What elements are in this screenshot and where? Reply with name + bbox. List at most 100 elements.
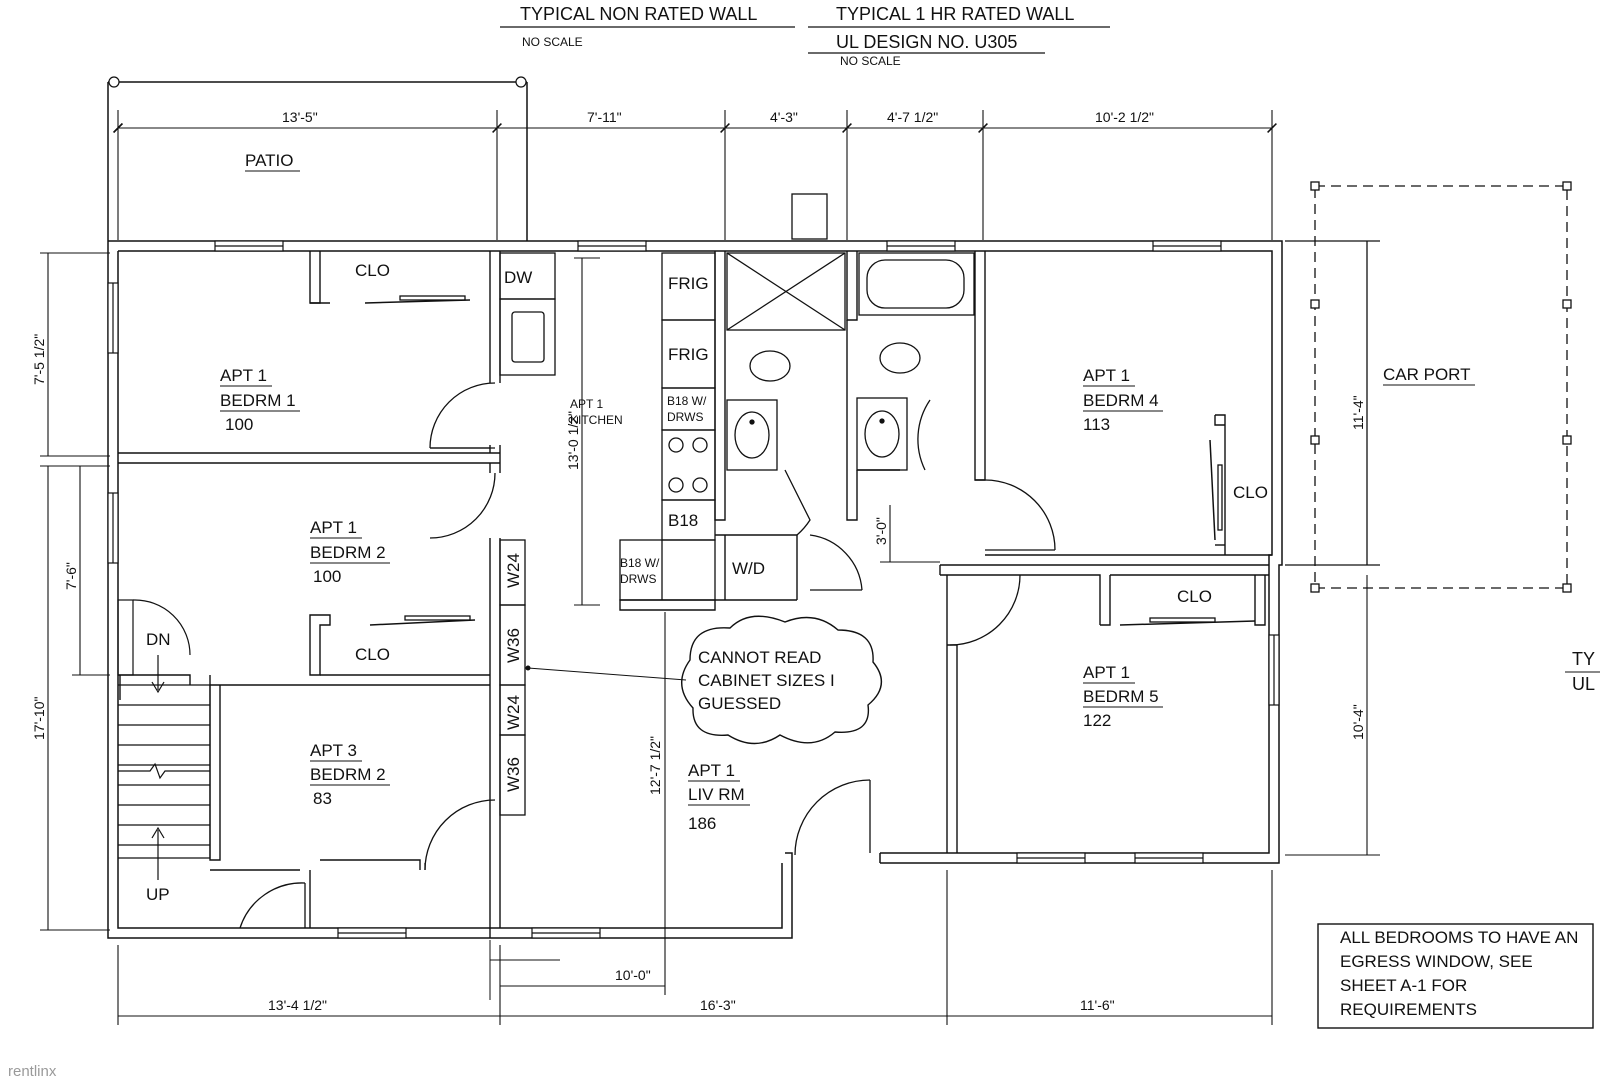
cloud-note: CANNOT READ CABINET SIZES I GUESSED xyxy=(525,615,882,745)
edge-ty: TY xyxy=(1572,649,1595,669)
clo-bedrm5: CLO xyxy=(1177,587,1212,606)
b18-label: B18 xyxy=(668,511,698,530)
dim-bottom-1: 13'-4 1/2" xyxy=(268,997,327,1013)
dim-bottom-3: 11'-6" xyxy=(1080,997,1115,1013)
door-bedrm1 xyxy=(429,382,496,449)
door-bedrm2 xyxy=(429,472,496,539)
svg-text:122: 122 xyxy=(1083,711,1111,730)
svg-text:CABINET SIZES I: CABINET SIZES I xyxy=(698,671,835,690)
svg-text:APT 1: APT 1 xyxy=(310,518,357,537)
toilet-2 xyxy=(879,342,921,374)
svg-text:KITCHEN: KITCHEN xyxy=(570,413,623,427)
dim-top-2: 7'-11" xyxy=(587,109,622,125)
svg-text:83: 83 xyxy=(313,789,332,808)
door-entry-a xyxy=(239,882,306,929)
dim-top-4: 4'-7 1/2" xyxy=(887,109,938,125)
stairs-up-label: UP xyxy=(146,885,170,904)
svg-text:100: 100 xyxy=(313,567,341,586)
w36-label-1: W36 xyxy=(504,628,523,663)
patio-post-left xyxy=(108,76,120,88)
svg-text:EGRESS WINDOW, SEE: EGRESS WINDOW, SEE xyxy=(1340,952,1533,971)
stairs-down-label: DN xyxy=(146,630,171,649)
frig-label-2: FRIG xyxy=(668,345,709,364)
room-bedrm4: APT 1 BEDRM 4 113 xyxy=(1083,366,1163,434)
b18-drws-label-1b: DRWS xyxy=(667,410,703,424)
b18-drws-label-2a: B18 W/ xyxy=(620,556,660,570)
svg-text:APT 1: APT 1 xyxy=(1083,663,1130,682)
dim-left-2: 7'-6" xyxy=(63,562,79,590)
svg-text:SHEET A-1 FOR: SHEET A-1 FOR xyxy=(1340,976,1467,995)
patio-post-right xyxy=(515,76,527,88)
patio-label: PATIO xyxy=(245,151,294,170)
left-dimensions xyxy=(40,252,110,931)
edge-ul: UL xyxy=(1572,674,1595,694)
room-bedrm2: APT 1 BEDRM 2 100 xyxy=(310,518,390,586)
stairs xyxy=(117,599,211,880)
door-entry-b xyxy=(794,779,871,856)
vanity-2 xyxy=(856,397,908,471)
watermark: rentlinx xyxy=(8,1063,57,1080)
vent-box xyxy=(791,193,828,240)
svg-text:CANNOT READ: CANNOT READ xyxy=(698,648,821,667)
room-kitchen: APT 1 KITCHEN xyxy=(570,397,623,427)
ul-design: UL DESIGN NO. U305 xyxy=(836,32,1017,52)
rated-wall-title: TYPICAL 1 HR RATED WALL xyxy=(836,4,1074,24)
non-rated-scale: NO SCALE xyxy=(522,35,583,49)
dim-top-3: 4'-3" xyxy=(770,109,798,125)
svg-text:BEDRM 2: BEDRM 2 xyxy=(310,543,386,562)
dim-right: 10'-4" xyxy=(1350,704,1366,740)
svg-text:BEDRM 4: BEDRM 4 xyxy=(1083,391,1159,410)
door-bedrm5 xyxy=(949,574,1021,646)
windows xyxy=(107,240,1280,939)
doors xyxy=(239,295,1256,1000)
bottom-dimensions xyxy=(117,870,1273,1025)
dw-label: DW xyxy=(504,268,532,287)
svg-text:APT 1: APT 1 xyxy=(688,761,735,780)
shower xyxy=(726,252,846,331)
dim-bottom-2: 16'-3" xyxy=(700,997,736,1013)
bathtub xyxy=(858,252,975,316)
door-bath-1 xyxy=(784,469,811,536)
b18-drws-label-1a: B18 W/ xyxy=(667,394,707,408)
door-bath-2 xyxy=(917,399,931,471)
svg-text:APT 1: APT 1 xyxy=(1083,366,1130,385)
w24-label-2: W24 xyxy=(504,695,523,730)
svg-text:100: 100 xyxy=(225,415,253,434)
kitchen-sink xyxy=(511,311,545,363)
room-bedrm1: APT 1 BEDRM 1 100 xyxy=(220,366,300,434)
clo-bedrm2: CLO xyxy=(355,645,390,664)
svg-text:APT 3: APT 3 xyxy=(310,741,357,760)
dim-top-1: 13'-5" xyxy=(282,109,318,125)
bath-fixtures xyxy=(726,252,975,471)
svg-text:ALL BEDROOMS TO HAVE AN: ALL BEDROOMS TO HAVE AN xyxy=(1340,928,1578,947)
dim-left-3: 17'-10" xyxy=(31,697,47,740)
dim-closet-depth: 3'-0" xyxy=(873,517,889,545)
w36-label-2: W36 xyxy=(504,757,523,792)
clo-bedrm4: CLO xyxy=(1233,483,1268,502)
w24-label-1: W24 xyxy=(504,553,523,588)
carport-label: CAR PORT xyxy=(1383,365,1471,384)
room-bedrm5: APT 1 BEDRM 5 122 xyxy=(1083,663,1163,730)
dim-living: 12'-7 1/2" xyxy=(647,736,663,795)
clo-bedrm1: CLO xyxy=(355,261,390,280)
room-liv-rm: APT 1 LIV RM 186 xyxy=(688,761,750,833)
egress-note: ALL BEDROOMS TO HAVE AN EGRESS WINDOW, S… xyxy=(1317,923,1594,1029)
svg-text:LIV RM: LIV RM xyxy=(688,785,745,804)
svg-text:186: 186 xyxy=(688,814,716,833)
svg-text:APT 1: APT 1 xyxy=(570,397,603,411)
wd-label: W/D xyxy=(732,559,765,578)
header-legend: TYPICAL NON RATED WALL NO SCALE TYPICAL … xyxy=(500,4,1110,68)
svg-text:BEDRM 1: BEDRM 1 xyxy=(220,391,296,410)
door-laundry xyxy=(809,534,863,591)
room-apt3-bedrm2: APT 3 BEDRM 2 83 xyxy=(310,741,390,808)
rated-scale: NO SCALE xyxy=(840,54,901,68)
svg-text:113: 113 xyxy=(1083,415,1110,434)
dim-bottom-mid: 10'-0" xyxy=(615,967,651,983)
dim-left-1: 7'-5 1/2" xyxy=(31,334,47,385)
svg-text:BEDRM 2: BEDRM 2 xyxy=(310,765,386,784)
svg-text:BEDRM 5: BEDRM 5 xyxy=(1083,687,1159,706)
dim-kitchen: 13'-0 1/2" xyxy=(565,411,581,470)
interior-dimensions xyxy=(574,257,1380,950)
svg-text:REQUIREMENTS: REQUIREMENTS xyxy=(1340,1000,1477,1019)
